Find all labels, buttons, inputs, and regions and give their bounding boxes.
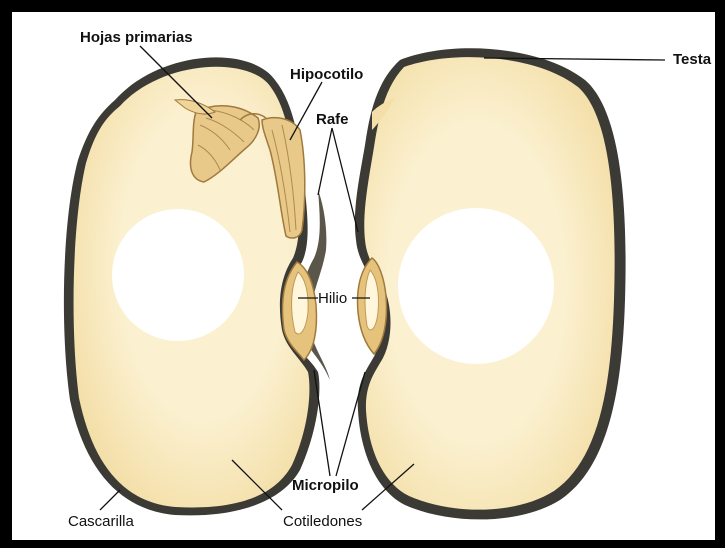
right-cotyledon [355, 48, 626, 519]
leader-micropilo-left [314, 370, 330, 476]
label-hilio: Hilio [318, 290, 347, 307]
label-rafe: Rafe [316, 111, 349, 128]
label-testa: Testa [673, 51, 712, 68]
leader-cascarilla [100, 490, 120, 510]
label-cotiledones: Cotiledones [283, 513, 362, 530]
label-micropilo: Micropilo [292, 477, 359, 494]
label-cascarilla: Cascarilla [68, 513, 135, 530]
left-cotyledon-highlight [112, 209, 244, 341]
label-hipocotilo: Hipocotilo [290, 66, 363, 83]
right-cotyledon-highlight [398, 208, 554, 364]
label-hojas-primarias: Hojas primarias [80, 29, 193, 46]
leader-rafe-left [318, 128, 332, 195]
leader-rafe-right [332, 128, 358, 232]
